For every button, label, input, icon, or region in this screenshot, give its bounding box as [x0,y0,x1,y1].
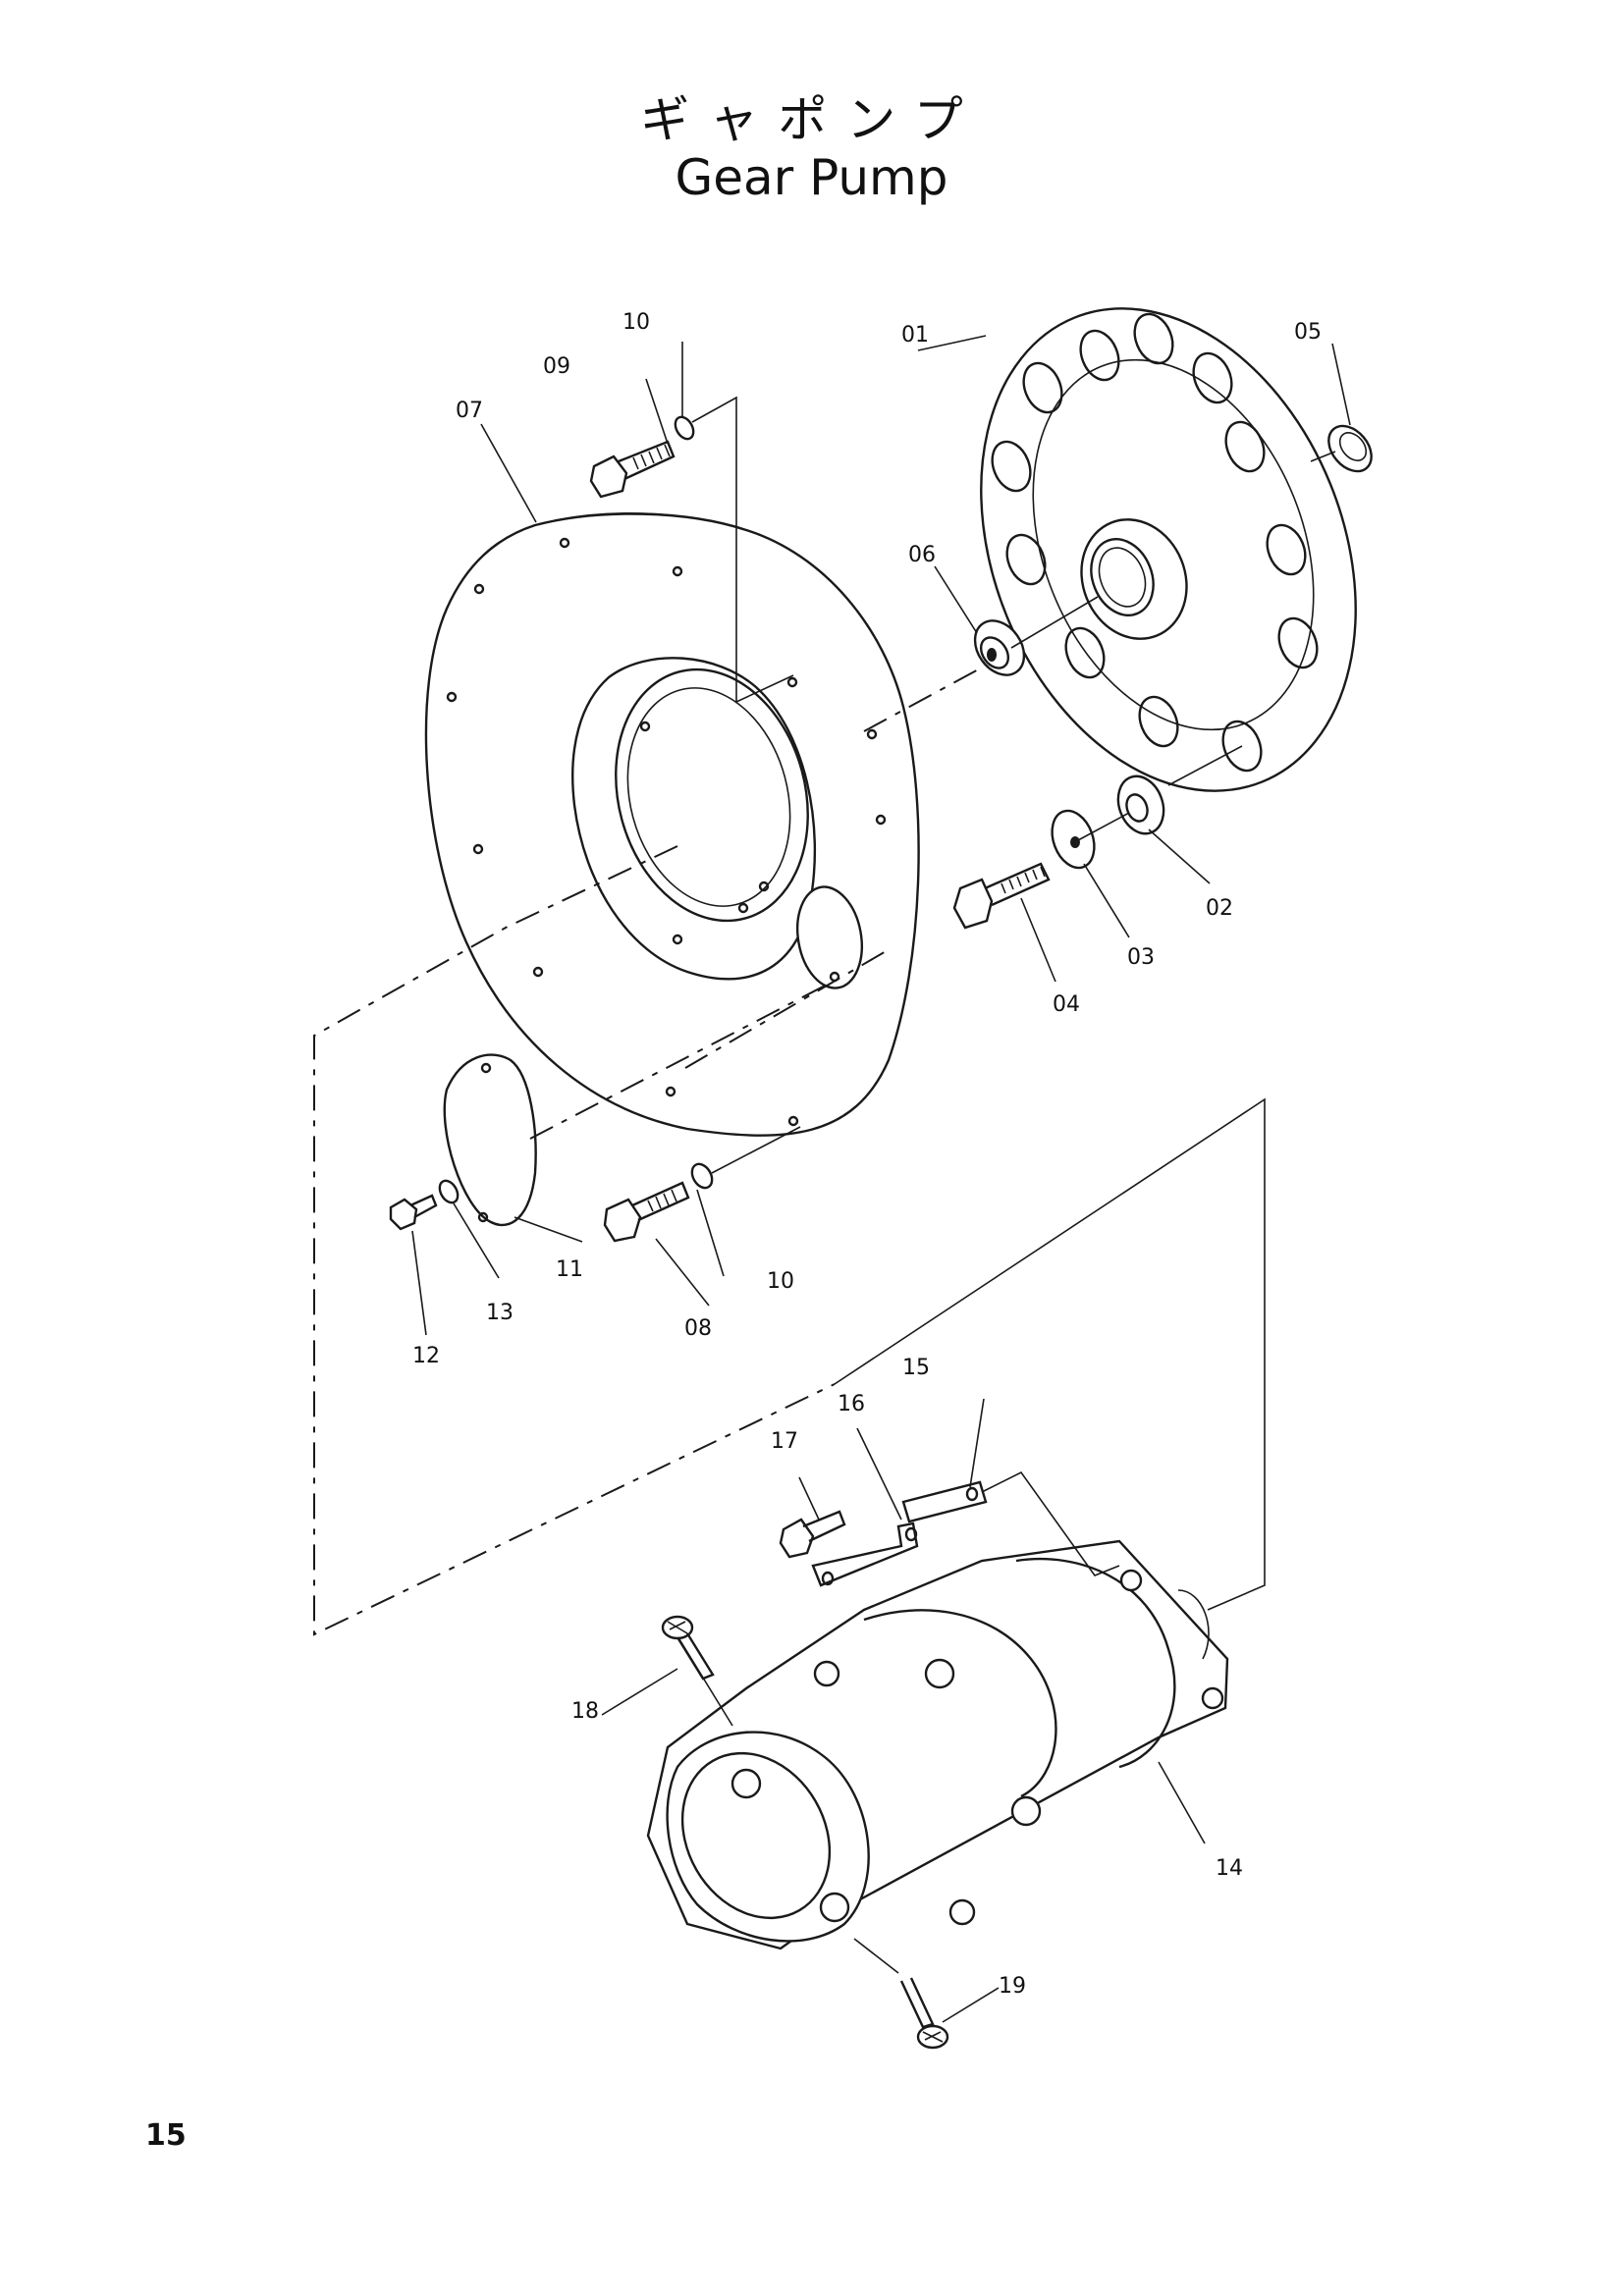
part-07-housing-plate [424,511,920,1137]
part-14-gear-pump [646,1539,1229,1950]
label-part-01: 01 [901,323,929,347]
part-13-washer [438,1179,460,1204]
label-part-10-bottom: 10 [767,1269,794,1294]
part-02-bushing [1116,774,1165,835]
page-title-english: Gear Pump [675,149,948,206]
part-18-knurled-screw [661,1615,715,1681]
label-part-17: 17 [771,1429,798,1454]
part-12-bolt [389,1194,438,1231]
label-part-12: 12 [412,1344,440,1368]
label-part-10-top: 10 [622,310,650,335]
leader-lines [411,335,1351,2023]
part-10-washer-top [674,415,695,441]
label-part-03: 03 [1127,945,1155,970]
label-part-19: 19 [999,1974,1026,1999]
part-06-bearing [973,619,1026,676]
part-05-plug [1327,424,1373,473]
assembly-lines [313,396,1336,1974]
part-01-coupling-flange [980,307,1357,792]
part-19-knurled-screw [899,1977,949,2050]
part-17-bolt [779,1510,846,1559]
label-part-07: 07 [456,399,483,423]
part-03-washer [1051,809,1096,870]
part-10-washer-bottom [690,1162,714,1190]
label-part-15: 15 [902,1356,930,1380]
label-part-02: 02 [1206,896,1233,921]
label-part-09: 09 [543,354,570,379]
label-part-16: 16 [838,1392,865,1416]
part-11-cover-plate [443,1053,537,1227]
label-part-04: 04 [1053,992,1080,1017]
label-part-06: 06 [908,543,936,567]
page-title-japanese: ギャポンプ [640,91,983,148]
part-16-plate [811,1522,919,1587]
label-part-18: 18 [571,1699,599,1724]
page-number: 15 [145,2118,187,2153]
part-15-plate [901,1480,988,1523]
part-08-bolt [603,1181,690,1243]
label-part-13: 13 [486,1301,514,1325]
label-part-05: 05 [1294,320,1322,345]
label-part-11: 11 [556,1257,583,1282]
label-part-14: 14 [1216,1856,1243,1881]
label-part-08: 08 [684,1316,712,1341]
part-04-bolt [952,862,1051,930]
part-09-bolt [589,440,676,499]
